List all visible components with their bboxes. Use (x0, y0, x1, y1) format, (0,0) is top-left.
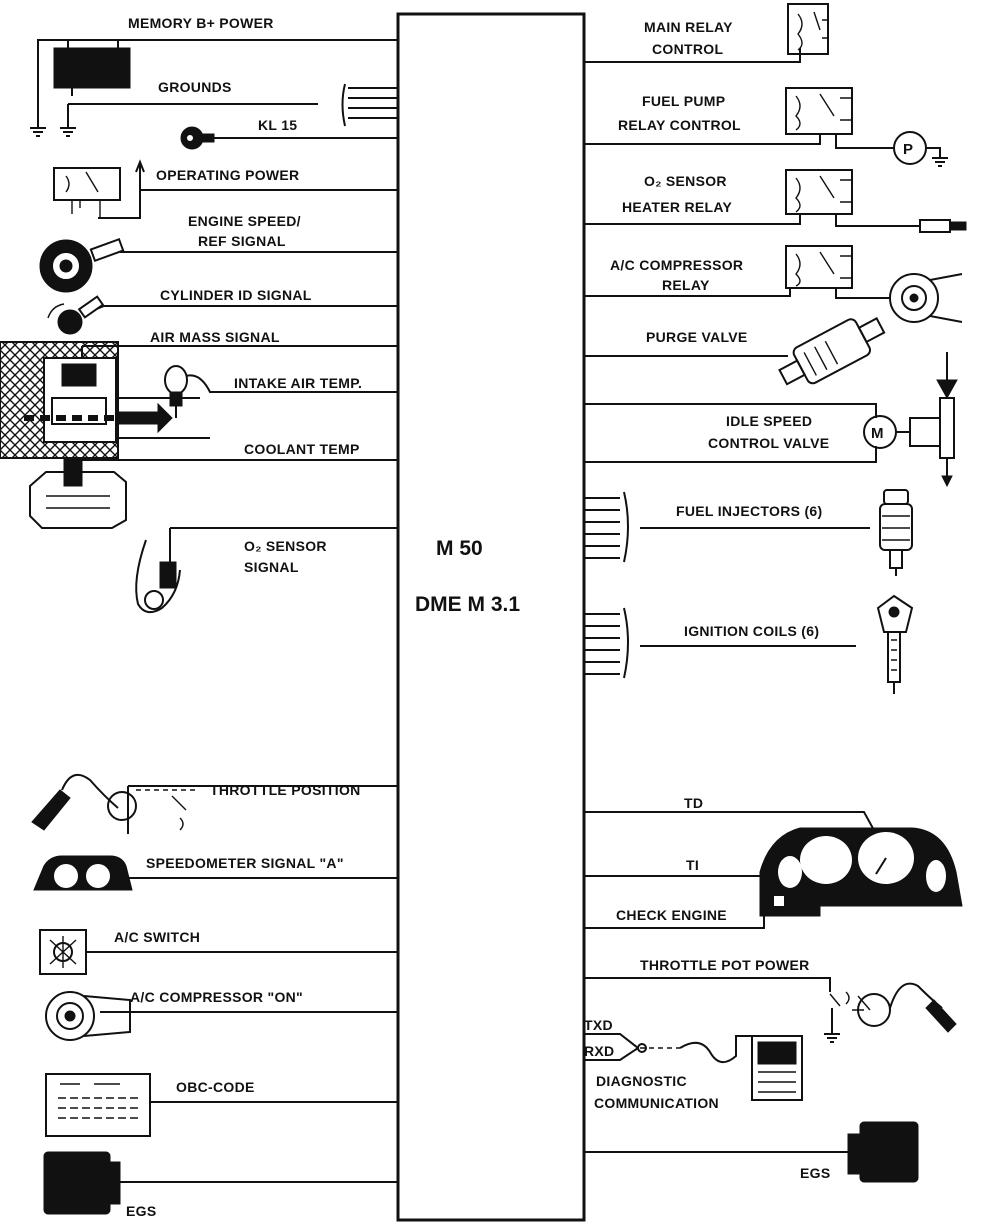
ac-compressor-clutch-icon (889, 273, 939, 323)
fuel-pump-label-line2: RELAY CONTROL (618, 117, 741, 133)
operating-power-relay-icon (53, 167, 121, 201)
throttle-pot-power-circuit: THROTTLE POT POWER (584, 957, 957, 1043)
diagnostic-label-line2: COMMUNICATION (594, 1095, 719, 1111)
o2-heater-relay-circuit: O₂ SENSOR HEATER RELAY (584, 169, 967, 233)
check-engine-label: CHECK ENGINE (616, 907, 727, 923)
air-mass-circuit: AIR MASS SIGNAL (0, 329, 398, 459)
ac-relay-label-line2: RELAY (662, 277, 710, 293)
ac-compressor-icon (45, 991, 95, 1041)
obc-code-circuit: OBC-CODE (45, 1073, 398, 1137)
o2-sensor-icon (159, 561, 177, 589)
o2-heater-relay-icon (785, 169, 853, 215)
intake-temp-sensor-icon (164, 365, 188, 395)
ecu-model-label: M 50 (436, 537, 483, 560)
cylinder-id-circuit: CYLINDER ID SIGNAL (47, 287, 398, 335)
egs-module-left-icon (43, 1151, 111, 1215)
fuel-pump-relay-icon (785, 87, 853, 135)
idle-valve-label-line1: IDLE SPEED (726, 413, 812, 429)
throttle-pedal-icon (31, 789, 71, 831)
air-mass-label: AIR MASS SIGNAL (150, 329, 280, 345)
camshaft-sensor-icon (57, 309, 83, 335)
intake-air-temp-label: INTAKE AIR TEMP. (234, 375, 362, 391)
diagnostic-label-line1: DIAGNOSTIC (596, 1073, 687, 1089)
cylinder-id-label: CYLINDER ID SIGNAL (160, 287, 312, 303)
engine-speed-circuit: ENGINE SPEED/ REF SIGNAL (39, 213, 398, 293)
ecu-type-label: DME M 3.1 (415, 593, 520, 616)
intake-air-temp-circuit: INTAKE AIR TEMP. (164, 365, 398, 418)
throttle-position-label: THROTTLE POSITION (210, 782, 361, 798)
ac-relay-label-line1: A/C COMPRESSOR (610, 257, 743, 273)
td-label: TD (684, 795, 703, 811)
egs-module-right-icon (859, 1121, 919, 1183)
fuel-injectors-circuit: FUEL INJECTORS (6) (584, 489, 913, 576)
accelerator-pedal-icon (925, 999, 957, 1033)
ac-compressor-on-circuit: A/C COMPRESSOR "ON" (45, 989, 398, 1041)
egs-right-circuit: EGS (584, 1121, 919, 1183)
throttle-pot-power-label: THROTTLE POT POWER (640, 957, 810, 973)
coolant-temp-label: COOLANT TEMP (244, 441, 360, 457)
engine-speed-label-line1: ENGINE SPEED/ (188, 213, 301, 229)
egs-left-label: EGS (126, 1203, 156, 1219)
grounds-label: GROUNDS (158, 79, 232, 95)
throttle-position-circuit: THROTTLE POSITION (31, 773, 398, 834)
egs-right-label: EGS (800, 1165, 830, 1181)
idle-motor-symbol: M (871, 425, 884, 442)
air-flow-arrow-icon (117, 402, 173, 434)
ac-relay-circuit: A/C COMPRESSOR RELAY (584, 245, 963, 323)
o2-signal-label-line2: SIGNAL (244, 559, 299, 575)
o2-heater-label-line2: HEATER RELAY (622, 199, 733, 215)
ac-switch-icon (39, 929, 87, 975)
check-engine-lamp-icon (774, 896, 784, 906)
operating-power-label: OPERATING POWER (156, 167, 299, 183)
egs-left-circuit: EGS (43, 1151, 398, 1219)
txd-label: TXD (584, 1017, 613, 1033)
ignition-coils-label: IGNITION COILS (6) (684, 623, 819, 639)
fuel-injectors-label: FUEL INJECTORS (6) (676, 503, 822, 519)
idle-air-in-arrow-icon (936, 379, 958, 400)
o2-heater-label-line1: O₂ SENSOR (644, 173, 727, 189)
ac-switch-label: A/C SWITCH (114, 929, 200, 945)
obc-module-icon (45, 1073, 151, 1137)
speedometer-label: SPEEDOMETER SIGNAL "A" (146, 855, 344, 871)
speedometer-icon (33, 855, 133, 891)
kl15-circuit: KL 15 (180, 117, 398, 150)
fuel-injector-icon (883, 489, 909, 505)
ignition-coils-circuit: IGNITION COILS (6) (584, 594, 914, 694)
engine-speed-label-line2: REF SIGNAL (198, 233, 286, 249)
battery-icon (53, 47, 131, 89)
ecu-box: M 50 DME M 3.1 (396, 12, 586, 1222)
diagnostic-circuit: TXD RXD DIAGNOSTIC COMMUNICATION (584, 1017, 803, 1111)
main-relay-label-line2: CONTROL (652, 41, 723, 57)
purge-valve-circuit: PURGE VALVE (584, 317, 886, 386)
main-relay-icon (787, 3, 829, 55)
fuel-pump-relay-circuit: P FUEL PUMP RELAY CONTROL (584, 87, 948, 167)
rxd-label: RXD (584, 1043, 614, 1059)
ac-switch-circuit: A/C SWITCH (39, 929, 398, 975)
o2-signal-label-line1: O₂ SENSOR (244, 538, 327, 554)
ac-compressor-on-label: A/C COMPRESSOR "ON" (130, 989, 303, 1005)
kl15-label: KL 15 (258, 117, 297, 133)
ti-label: TI (686, 857, 699, 873)
fuel-pump-symbol: P (903, 141, 913, 158)
speedometer-circuit: SPEEDOMETER SIGNAL "A" (33, 855, 398, 891)
o2-signal-circuit: O₂ SENSOR SIGNAL (135, 527, 398, 614)
purge-valve-label: PURGE VALVE (646, 329, 748, 345)
instrument-cluster-circuit: TD TI CHECK ENGINE (584, 795, 963, 929)
fuel-pump-label-line1: FUEL PUMP (642, 93, 725, 109)
ac-compressor-relay-icon (785, 245, 853, 289)
main-relay-circuit: MAIN RELAY CONTROL (584, 3, 829, 63)
memory-power-circuit: MEMORY B+ POWER (30, 15, 398, 137)
obc-code-label: OBC-CODE (176, 1079, 255, 1095)
idle-valve-circuit: M IDLE SPEED CONTROL VALVE (584, 352, 958, 488)
main-relay-label-line1: MAIN RELAY (644, 19, 733, 35)
grounds-circuit: GROUNDS (60, 79, 398, 137)
coolant-temp-circuit: COOLANT TEMP (29, 441, 398, 529)
idle-valve-label-line2: CONTROL VALVE (708, 435, 829, 451)
memory-power-label: MEMORY B+ POWER (128, 15, 274, 31)
operating-power-circuit: OPERATING POWER (53, 159, 398, 219)
o2-heater-icon (919, 219, 951, 233)
throttle-switch-icon (107, 791, 137, 821)
